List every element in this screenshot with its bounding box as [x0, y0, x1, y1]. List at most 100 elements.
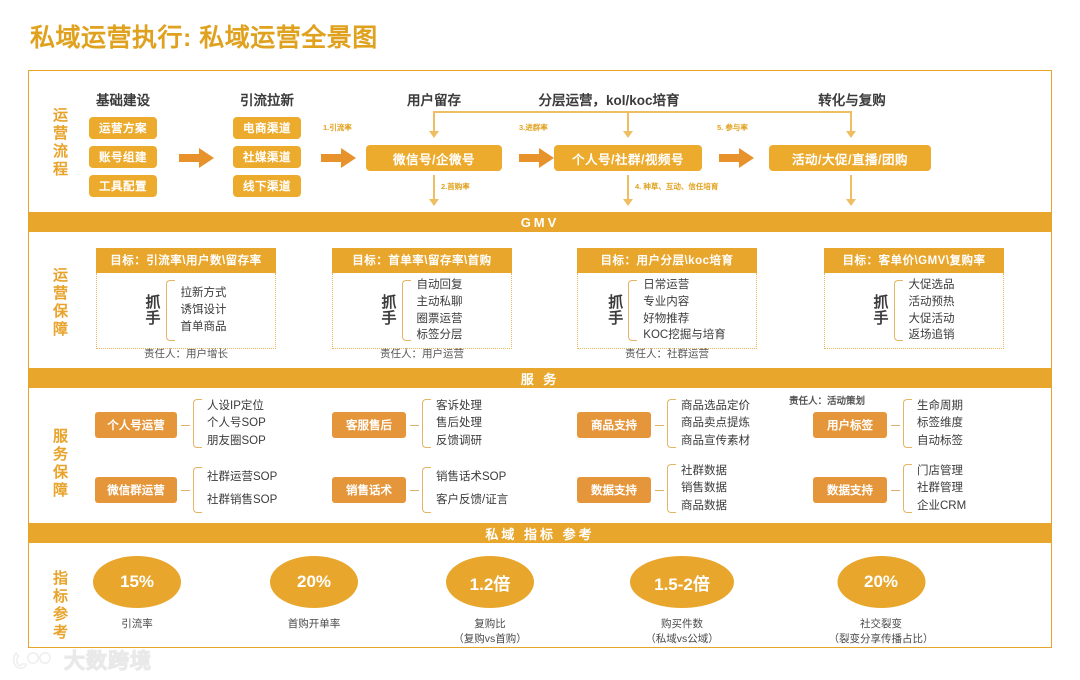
- guarantee-item: 首单商品: [180, 320, 227, 333]
- handle-label-3: 抓手: [608, 293, 624, 327]
- service-dash-1: [181, 425, 190, 427]
- service-list-5: 商品选品定价 商品卖点提炼 商品宣传素材: [681, 398, 750, 450]
- guarantee-body-2: 抓手 自动回复 主动私聊 圈票运营 标签分层: [332, 273, 512, 349]
- guarantee-goal-4: 目标：客单价\GMV\复购率: [824, 248, 1004, 273]
- rail-label-operation-flow: 运营流程: [51, 107, 68, 179]
- service-item: 人设IP定位: [207, 400, 264, 412]
- guarantee-body-3: 抓手 日常运营 专业内容 好物推荐 KOC挖掘与培育: [577, 273, 757, 349]
- service-item: 门店管理: [917, 465, 963, 477]
- watermark-text: 大数跨境: [64, 650, 152, 674]
- guarantee-list-2: 自动回复 主动私聊 圈票运营 标签分层: [417, 277, 463, 344]
- flow-connector-down-5b-tip-icon: [846, 199, 856, 206]
- guarantee-goal-3: 目标：用户分层\koc培育: [577, 248, 757, 273]
- service-dash-4: [410, 490, 419, 492]
- guarantee-card-1: 目标：引流率\用户数\留存率 抓手 拉新方式 诱饵设计 首单商品: [96, 248, 276, 349]
- service-brace-icon-7: [903, 399, 912, 448]
- service-item: 企业CRM: [917, 499, 967, 512]
- metric-label-2: 首购开单率: [287, 618, 341, 630]
- flow-connector-down-3-tip-icon: [429, 131, 439, 138]
- metric-3: 1.2倍 复购比 （复购vs首购）: [446, 556, 534, 646]
- guarantee-card-4: 目标：客单价\GMV\复购率 抓手 大促选品 活动预热 大促活动 返场追销: [824, 248, 1004, 349]
- guarantee-item: 主动私聊: [416, 295, 463, 308]
- guarantee-body-4: 抓手 大促选品 活动预热 大促活动 返场追销: [824, 273, 1004, 349]
- flow-col-head-2: 引流拉新: [240, 93, 294, 108]
- service-box-product-support[interactable]: 商品支持: [577, 412, 651, 438]
- flow-connector-down-3b: [433, 175, 435, 201]
- service-brace-icon-3: [422, 399, 431, 448]
- service-box-customer-service[interactable]: 客服售后: [332, 412, 406, 438]
- flow-pill-tool-config[interactable]: 工具配置: [89, 175, 157, 197]
- guarantee-list-1: 拉新方式 诱饵设计 首单商品: [181, 285, 227, 335]
- guarantee-item: KOC挖掘与培育: [643, 329, 726, 342]
- service-list-3: 客诉处理 售后处理 反馈调研: [436, 398, 482, 450]
- flow-pill-community-video[interactable]: 个人号/社群/视频号: [554, 145, 702, 171]
- brace-icon-4: [893, 280, 903, 341]
- service-list-1: 人设IP定位 个人号SOP 朋友圈SOP: [207, 398, 266, 450]
- flow-label-2: 2.首购率: [441, 182, 470, 191]
- guarantee-card-3: 目标：用户分层\koc培育 抓手 日常运营 专业内容 好物推荐 KOC挖掘与培育: [577, 248, 757, 349]
- flow-label-5: 5. 参与率: [717, 123, 748, 132]
- flow-pill-account-setup[interactable]: 账号组建: [89, 146, 157, 168]
- metric-4: 1.5-2倍 购买件数 （私域vs公域）: [630, 556, 734, 646]
- guarantee-list-4: 大促选品 活动预热 大促活动 返场追销: [909, 277, 955, 344]
- rail-label-operation-guarantee: 运营保障: [51, 267, 68, 339]
- service-item: 标签维度: [917, 417, 963, 430]
- brand-logo-icon: [12, 651, 51, 670]
- service-item: 商品宣传素材: [681, 434, 750, 447]
- flow-pill-social-channel[interactable]: 社媒渠道: [233, 146, 301, 168]
- flow-pill-wechat-account[interactable]: 微信号/企微号: [366, 145, 502, 171]
- flow-label-4: 4. 种草、互动、信任培育: [635, 182, 719, 191]
- flow-pill-offline-channel[interactable]: 线下渠道: [233, 175, 301, 197]
- service-dash-2: [181, 490, 190, 492]
- flow-connector-down-5-tip-icon: [846, 131, 856, 138]
- watermark: 大数跨境: [12, 645, 152, 675]
- flow-connector-down-4b-tip-icon: [623, 199, 633, 206]
- service-item: 朋友圈SOP: [207, 434, 266, 447]
- guarantee-item: 诱饵设计: [180, 304, 227, 317]
- service-item: 个人号SOP: [207, 417, 266, 430]
- service-list-7: 生命周期 标签维度 自动标签: [917, 398, 963, 450]
- handle-label-4: 抓手: [873, 293, 889, 327]
- metric-label-5: 社交裂变 （裂变分享传播占比）: [828, 618, 934, 645]
- guarantee-body-1: 抓手 拉新方式 诱饵设计 首单商品: [96, 273, 276, 349]
- flow-label-1: 1.引流率: [323, 123, 352, 132]
- metric-5: 20% 社交裂变 （裂变分享传播占比）: [829, 556, 934, 646]
- metric-value-1: 15%: [93, 556, 181, 608]
- service-box-personal-account[interactable]: 个人号运营: [95, 412, 177, 438]
- flow-pill-operation-plan[interactable]: 运营方案: [89, 117, 157, 139]
- page-title: 私域运营执行: 私域运营全景图: [30, 24, 378, 52]
- guarantee-owner-1: 责任人：用户增长: [144, 348, 228, 360]
- guarantee-item: 拉新方式: [180, 287, 227, 300]
- guarantee-goal-2: 目标：首单率\留存率\首购: [332, 248, 512, 273]
- service-brace-icon-2: [193, 467, 202, 513]
- service-brace-icon-6: [667, 464, 676, 513]
- service-item: 社群销售SOP: [207, 494, 278, 506]
- service-list-4: 销售话术SOP 客户反馈/证言: [436, 466, 508, 512]
- service-box-sales-script[interactable]: 销售话术: [332, 477, 406, 503]
- guarantee-item: 日常运营: [643, 279, 690, 292]
- band-service: 服 务: [29, 368, 1051, 388]
- flow-connector-down-5: [850, 111, 852, 133]
- flow-pill-campaign[interactable]: 活动/大促/直播/团购: [769, 145, 931, 171]
- guarantee-item: 大促选品: [908, 279, 955, 292]
- brace-icon-2: [401, 280, 411, 341]
- service-box-user-tag[interactable]: 用户标签: [813, 412, 887, 438]
- guarantee-list-3: 日常运营 专业内容 好物推荐 KOC挖掘与培育: [643, 277, 725, 344]
- flow-pill-ecommerce-channel[interactable]: 电商渠道: [233, 117, 301, 139]
- metric-label-4: 购买件数 （私域vs公域）: [645, 618, 719, 645]
- flow-connector-top-rail: [433, 111, 851, 113]
- service-box-wechat-group[interactable]: 微信群运营: [95, 477, 177, 503]
- band-metrics: 私域 指标 参考: [29, 523, 1051, 543]
- service-box-data-support-right[interactable]: 数据支持: [813, 477, 887, 503]
- service-dash-6: [655, 490, 664, 492]
- service-dash-8: [891, 490, 900, 492]
- flow-col-head-1: 基础建设: [96, 93, 150, 108]
- guarantee-item: 大促活动: [908, 312, 955, 325]
- metric-value-4: 1.5-2倍: [630, 556, 734, 608]
- flow-arrow-1-icon: [179, 147, 215, 174]
- brace-icon-1: [165, 280, 175, 341]
- service-box-data-support-left[interactable]: 数据支持: [577, 477, 651, 503]
- flow-arrow-4-icon: [719, 147, 755, 174]
- guarantee-owner-2: 责任人：用户运营: [380, 348, 464, 360]
- flow-connector-down-4b: [627, 175, 629, 201]
